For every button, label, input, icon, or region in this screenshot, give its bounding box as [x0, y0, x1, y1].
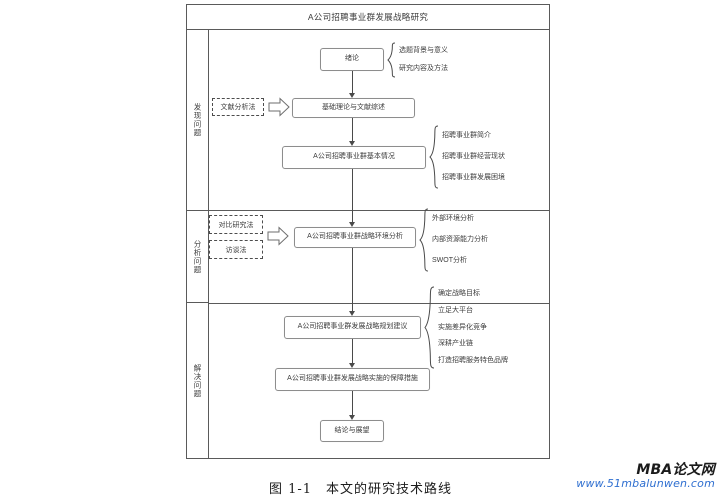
brace-planning-item-list: 确定战略目标 立足大平台 实施差异化竞争 深耕产业链 打造招聘服务特色品牌	[438, 286, 508, 369]
node-theory-label: 基础理论与文献综述	[322, 103, 385, 111]
fat-arrow-to-theory	[268, 97, 290, 117]
stage-separator-2	[209, 303, 550, 304]
node-env-label: A公司招聘事业群战略环境分析	[307, 233, 403, 241]
block-arrow-right-icon	[268, 97, 290, 117]
node-safeguard-label: A公司招聘事业群发展战略实施的保障措施	[287, 375, 418, 383]
connector-safeguard-conclusion	[352, 391, 353, 417]
brace-basic-item-2: 招聘事业群发展困境	[442, 174, 505, 182]
brace-basic-item-list: 招聘事业群简介 招聘事业群经营现状 招聘事业群发展困境	[442, 125, 505, 189]
brace-env-items: 外部环境分析 内部资源能力分析 SWOT分析	[419, 208, 488, 272]
stage-cell-analyze: 分析问题	[187, 210, 208, 303]
stage-label-solve: 解决问题	[193, 364, 202, 398]
connector-theory-basic	[352, 118, 353, 143]
figure-frame: A公司招聘事业群发展战略研究 发现问题 分析问题 解决问题 绪论 选题背景与意义…	[186, 4, 550, 459]
stage-label-column: 发现问题 分析问题 解决问题	[187, 30, 209, 459]
brace-intro-item-0: 选题背景与意义	[399, 47, 448, 55]
figure-caption: 图 1-1 本文的研究技术路线	[0, 478, 721, 497]
figure-caption-number: 图 1-1	[268, 482, 313, 497]
brace-basic-item-0: 招聘事业群简介	[442, 131, 491, 139]
method-literature-analysis-label: 文献分析法	[220, 104, 256, 111]
node-intro[interactable]: 绪论	[320, 48, 384, 71]
brace-intro-items: 选题背景与意义 研究内容及方法	[387, 42, 448, 78]
brace-intro-item-list: 选题背景与意义 研究内容及方法	[399, 42, 448, 78]
connector-planning-safeguard	[352, 339, 353, 365]
brace-planning-item-1: 立足大平台	[438, 307, 473, 315]
brace-planning-item-4: 打造招聘服务特色品牌	[438, 356, 508, 364]
figure-caption-text: 本文的研究技术路线	[326, 482, 453, 497]
arrowhead-basic-env	[348, 222, 355, 227]
brace-env-item-2: SWOT分析	[432, 257, 467, 265]
node-basic-label: A公司招聘事业群基本情况	[313, 153, 395, 161]
arrowhead-intro-theory	[348, 93, 355, 98]
stage-cell-discover: 发现问题	[187, 30, 208, 210]
stage-cell-solve: 解决问题	[187, 303, 208, 459]
method-interview-label: 访谈法	[225, 246, 247, 254]
node-safeguard[interactable]: A公司招聘事业群发展战略实施的保障措施	[275, 368, 430, 391]
method-comparative-research-label: 对比研究法	[218, 221, 254, 229]
node-planning[interactable]: A公司招聘事业群发展战略规划建议	[284, 316, 421, 339]
brace-planning-item-2: 实施差异化竞争	[438, 323, 487, 331]
stage-label-discover: 发现问题	[193, 103, 202, 137]
brace-icon	[387, 42, 396, 78]
fat-arrow-to-env	[267, 226, 289, 246]
node-env[interactable]: A公司招聘事业群战略环境分析	[294, 227, 416, 248]
arrowhead-safeguard-conclusion	[348, 415, 355, 420]
brace-basic-item-1: 招聘事业群经营现状	[442, 153, 505, 161]
brace-icon	[429, 125, 439, 189]
stage-label-analyze: 分析问题	[193, 239, 202, 274]
brace-env-item-0: 外部环境分析	[432, 214, 474, 222]
arrowhead-theory-basic	[348, 141, 355, 146]
brace-planning-item-3: 深耕产业链	[438, 340, 473, 348]
node-conclusion-label: 结论与展望	[334, 426, 370, 434]
brace-planning-items: 确定战略目标 立足大平台 实施差异化竞争 深耕产业链 打造招聘服务特色品牌	[424, 286, 508, 369]
node-conclusion[interactable]: 结论与展望	[320, 420, 384, 442]
brace-basic-items: 招聘事业群简介 招聘事业群经营现状 招聘事业群发展困境	[429, 125, 505, 189]
watermark: MBA论文网 www.51mbalunwen.com	[576, 462, 715, 491]
watermark-brand: MBA论文网	[636, 462, 715, 478]
arrowhead-env-planning	[348, 311, 355, 316]
brace-icon	[419, 208, 429, 272]
method-interview[interactable]: 访谈法	[209, 240, 263, 259]
method-comparative-research[interactable]: 对比研究法	[209, 215, 263, 234]
arrowhead-planning-safeguard	[348, 363, 355, 368]
connector-env-planning	[352, 248, 353, 313]
node-theory[interactable]: 基础理论与文献综述	[292, 98, 415, 118]
brace-planning-item-0: 确定战略目标	[438, 290, 480, 298]
node-intro-label: 绪论	[345, 55, 359, 63]
method-literature-analysis[interactable]: 文献分析法	[212, 98, 264, 116]
brace-env-item-list: 外部环境分析 内部资源能力分析 SWOT分析	[432, 208, 488, 272]
connector-basic-env	[352, 169, 353, 224]
connector-intro-theory	[352, 71, 353, 95]
node-planning-label: A公司招聘事业群发展战略规划建议	[297, 323, 408, 331]
watermark-url: www.51mbalunwen.com	[576, 477, 715, 491]
block-arrow-right-icon	[267, 226, 289, 246]
node-basic[interactable]: A公司招聘事业群基本情况	[282, 146, 426, 169]
figure-title: A公司招聘事业群发展战略研究	[187, 5, 549, 30]
brace-env-item-1: 内部资源能力分析	[432, 236, 488, 244]
brace-icon	[424, 286, 435, 369]
stage-separator-1	[209, 210, 550, 211]
brace-intro-item-1: 研究内容及方法	[399, 65, 448, 73]
